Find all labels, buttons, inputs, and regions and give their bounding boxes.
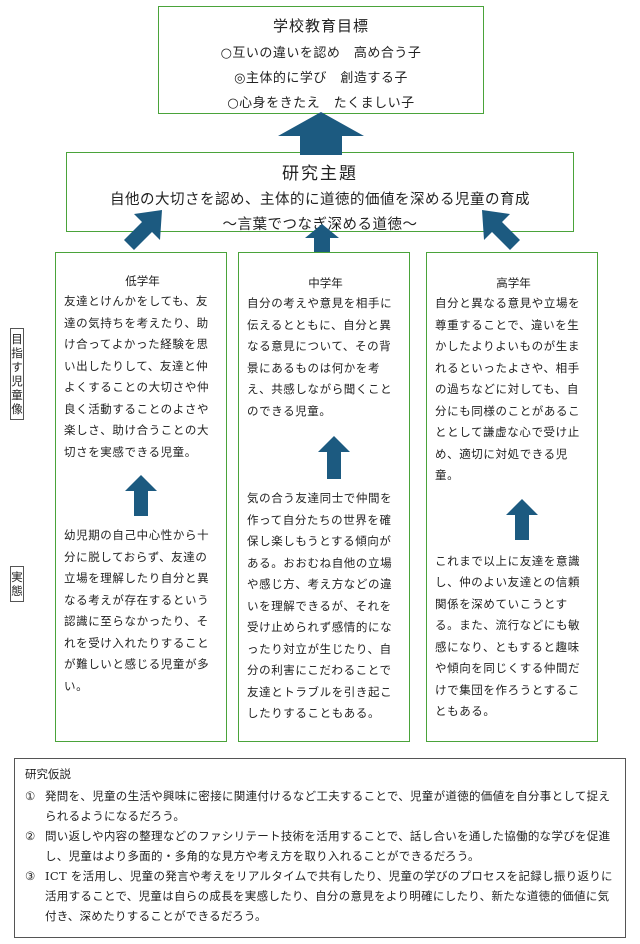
- column-actual-text: これまで以上に友達を意識し、仲のよい友達との信頼 関係を深めていこうとする。また…: [435, 553, 581, 719]
- research-hypothesis-box: 研究仮説 ① 発問を、児童の生活や興味に密接に関連付けるなど工夫することで、児童…: [14, 758, 626, 938]
- school-goals-title: 学校教育目標: [272, 17, 369, 35]
- diagonal-arrow-icon: [124, 210, 162, 250]
- up-arrow-icon: [125, 475, 157, 516]
- up-arrow-icon: [278, 112, 364, 155]
- hypothesis-item: ③ ICT を活用し、児童の発言や考えをリアルタイムで共有したり、児童の学びのプ…: [25, 866, 615, 926]
- hypothesis-title: 研究仮説: [25, 767, 71, 781]
- hypothesis-text: 発問を、児童の生活や興味に密接に関連付けるなど工夫することで、児童が道徳的価値を…: [45, 789, 611, 823]
- research-theme-line2: ～言葉でつなぎ深める道徳～: [222, 217, 418, 233]
- hypothesis-number: ②: [25, 829, 36, 843]
- up-arrow-icon: [506, 498, 538, 540]
- hypothesis-text: 問い返しや内容の整理などのファシリテート技術を活用することで、話し合いを通した協…: [45, 829, 611, 863]
- hypothesis-number: ①: [25, 789, 36, 803]
- school-goal-item: ○心身をきたえ たくましい子: [227, 96, 415, 111]
- hypothesis-number: ③: [25, 869, 36, 883]
- diagonal-arrow-icon: [482, 210, 520, 250]
- column-middle-grades: 中学年 自分の考えや意見を相手に伝えるとともに、自分と異 なる意見について、その…: [238, 252, 410, 742]
- column-ideal-text: 自分の考えや意見を相手に伝えるとともに、自分と異 なる意見について、その背景にあ…: [247, 296, 393, 418]
- column-lower-grades: 低学年 友達とけんかをしても、友達の気持ちを考えたり、助 け合ってよかった経験を…: [55, 252, 227, 742]
- school-goal-item: ◎主体的に学び 創造する子: [234, 71, 408, 86]
- column-actual-text: 幼児期の自己中心性から十分に脱しておらず、友達の 立場を理解したり自分と異なる考…: [64, 528, 210, 693]
- school-goals-box: 学校教育目標 ○互いの違いを認め 高め合う子 ◎主体的に学び 創造する子 ○心身…: [158, 6, 484, 114]
- hypothesis-item: ① 発問を、児童の生活や興味に密接に関連付けるなど工夫することで、児童が道徳的価…: [25, 786, 615, 826]
- hypothesis-item: ② 問い返しや内容の整理などのファシリテート技術を活用することで、話し合いを通し…: [25, 826, 615, 866]
- column-title: 低学年: [125, 274, 160, 288]
- research-theme-line1: 自他の大切さを認め、主体的に道徳的価値を深める児童の育成: [110, 192, 530, 208]
- column-ideal-text: 自分と異なる意見や立場を尊重することで、違いを生 かしたよりよいものが生まれると…: [435, 296, 581, 482]
- column-actual-text: 気の合う友達同士で仲間を作って自分たちの世界を確 保し楽しもうとする傾向がある。…: [247, 491, 393, 720]
- side-label-ideal: 目指す児童像: [10, 328, 24, 420]
- column-title: 中学年: [308, 276, 343, 290]
- column-upper-grades: 高学年 自分と異なる意見や立場を尊重することで、違いを生 かしたよりよいものが生…: [426, 252, 598, 742]
- research-theme-title: 研究主題: [282, 164, 358, 184]
- up-arrow-icon: [305, 224, 339, 253]
- column-ideal-text: 友達とけんかをしても、友達の気持ちを考えたり、助 け合ってよかった経験を思い出し…: [64, 294, 210, 459]
- column-title: 高学年: [496, 276, 531, 290]
- school-goal-item: ○互いの違いを認め 高め合う子: [220, 46, 422, 61]
- up-arrow-icon: [318, 436, 350, 479]
- hypothesis-text: ICT を活用し、児童の発言や考えをリアルタイムで共有したり、児童の学びのプロセ…: [45, 869, 613, 923]
- side-label-actual: 実態: [10, 566, 24, 602]
